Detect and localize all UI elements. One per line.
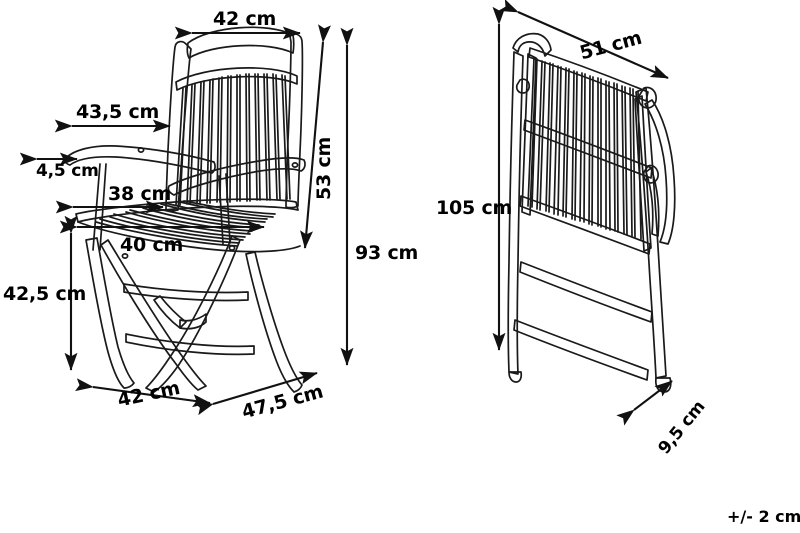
dim-label-total-height: 93 cm <box>355 242 419 264</box>
dimension-lines-open <box>19 24 354 416</box>
tolerance-note: +/- 2 cm <box>727 507 800 526</box>
dim-label-armrest-depth: 43,5 cm <box>76 101 160 123</box>
dim-label-seat-height: 42,5 cm <box>3 283 87 305</box>
dimline-base-depth <box>194 371 318 416</box>
dim-label-seat-depth: 38 cm <box>108 183 172 205</box>
dim-label-seat-width: 40 cm <box>120 234 184 256</box>
chair-folded-outline <box>507 32 676 393</box>
dim-label-folded-height: 105 cm <box>436 197 513 219</box>
dim-label-backrest-height: 53 cm <box>313 136 335 200</box>
dimension-lines-folded <box>492 0 673 426</box>
dim-label-backrest-width: 42 cm <box>213 8 277 30</box>
dimline-base-width <box>75 378 211 408</box>
dimline-backrest-height <box>300 24 331 249</box>
dim-label-armrest-thickness: 4,5 cm <box>36 161 99 181</box>
chair-open-outline <box>64 26 306 393</box>
dimline-folded-depth <box>616 380 673 426</box>
dimline-folded-width <box>499 0 669 79</box>
